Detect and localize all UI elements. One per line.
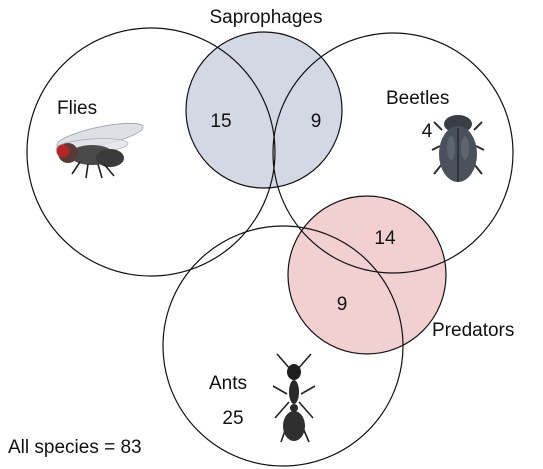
beetles-label: Beetles xyxy=(386,88,449,109)
saprophages-label: Saprophages xyxy=(209,7,322,28)
flies-label: Flies xyxy=(57,98,97,119)
predators-circle xyxy=(288,196,446,354)
predators-label: Predators xyxy=(432,320,514,341)
count-beetles-saprophages: 9 xyxy=(311,111,322,132)
total-species-label: All species = 83 xyxy=(8,437,142,458)
count-ants-predators: 9 xyxy=(337,294,348,315)
fly-icon xyxy=(55,118,145,178)
count-beetles-only: 4 xyxy=(422,121,433,142)
saprophages-circle xyxy=(186,32,342,188)
beetle-icon xyxy=(432,115,484,182)
count-beetles-predators: 14 xyxy=(374,228,396,249)
ants-label: Ants xyxy=(209,373,247,394)
count-flies-saprophages: 15 xyxy=(210,111,231,132)
ant-icon xyxy=(273,354,315,442)
count-ants-only: 25 xyxy=(222,408,243,429)
